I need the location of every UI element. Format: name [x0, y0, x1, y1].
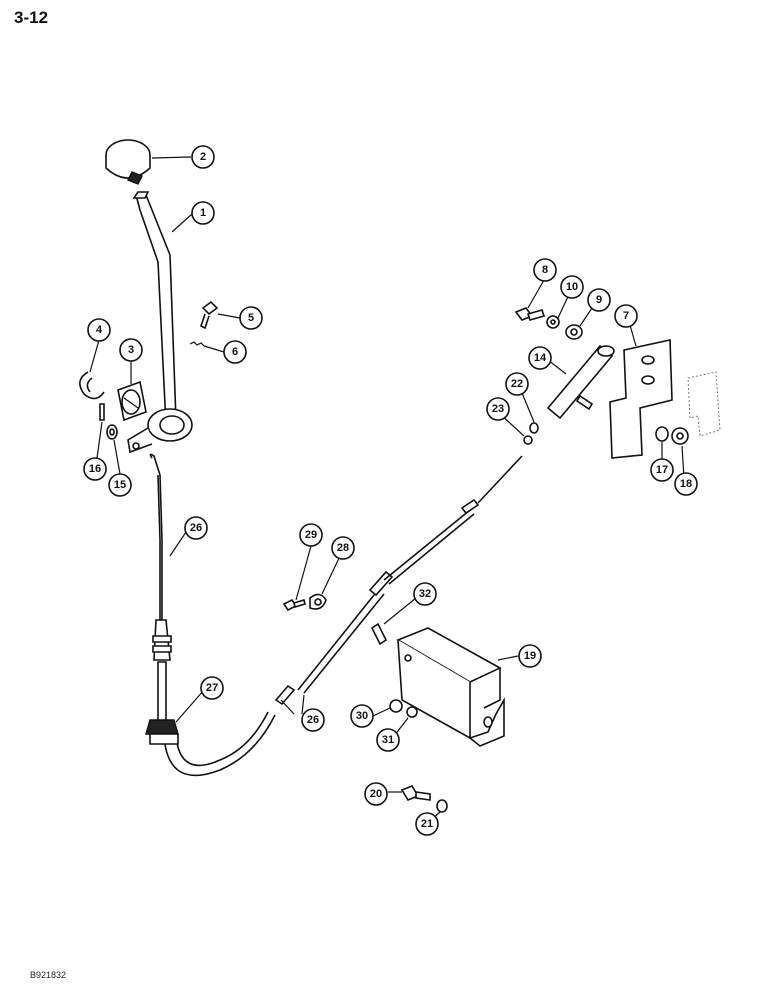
clip-32: [370, 622, 388, 646]
svg-text:20: 20: [370, 788, 382, 800]
svg-text:29: 29: [305, 529, 317, 541]
callout-9: 9: [587, 288, 611, 312]
callout-16: 16: [83, 457, 107, 481]
nut-30: [389, 699, 403, 713]
bolt-20: [400, 785, 431, 801]
callout-20: 20: [364, 782, 388, 806]
svg-text:4: 4: [96, 324, 103, 336]
callout-8: 8: [533, 258, 557, 282]
callout-7: 7: [614, 304, 638, 328]
pivot-pin-14: [546, 344, 615, 420]
callout-4: 4: [87, 318, 111, 342]
svg-text:16: 16: [89, 463, 101, 475]
callout-17: 17: [650, 458, 674, 482]
callout-29: 29: [299, 523, 323, 547]
nut-21: [436, 799, 448, 813]
retaining-clip: [79, 371, 105, 400]
callout-15: 15: [108, 473, 132, 497]
callout-6: 6: [223, 340, 247, 364]
callout-1-text: 1: [200, 207, 206, 219]
mounting-bracket-7: [609, 339, 673, 459]
svg-text:9: 9: [596, 294, 602, 306]
pin-16: [99, 403, 105, 421]
svg-text:15: 15: [114, 479, 126, 491]
svg-text:31: 31: [382, 734, 394, 746]
svg-text:21: 21: [421, 818, 433, 830]
svg-text:5: 5: [248, 312, 254, 324]
svg-text:10: 10: [566, 281, 578, 293]
callout-14-text: 14: [534, 352, 547, 364]
svg-text:19: 19: [524, 650, 536, 662]
svg-text:3: 3: [128, 344, 134, 356]
svg-text:18: 18: [680, 478, 692, 490]
svg-text:32: 32: [419, 588, 431, 600]
leader-lines: [89, 156, 685, 821]
callout-31: 31: [376, 728, 400, 752]
svg-text:17: 17: [656, 464, 668, 476]
bushing: [117, 380, 147, 422]
callout-19: 19: [518, 644, 542, 668]
nut-23: [523, 435, 533, 445]
callout-1: 1: [191, 201, 215, 225]
cap-screw-29: [282, 598, 306, 612]
bolt-8: [514, 307, 546, 321]
washer-10: [546, 315, 560, 329]
svg-text:22: 22: [511, 378, 523, 390]
figure-code: B921832: [30, 970, 67, 980]
svg-text:30: 30: [356, 710, 368, 722]
svg-text:8: 8: [542, 264, 548, 276]
callout-26-lower: 26: [301, 708, 325, 732]
callout-27: 27: [200, 676, 224, 700]
lever-clamp-hub: [127, 408, 193, 454]
callout-21: 21: [415, 812, 439, 836]
cable-nut-27: [145, 719, 179, 745]
cap-screw-5: [200, 300, 219, 330]
callout-10: 10: [560, 275, 584, 299]
svg-text:23: 23: [492, 403, 504, 415]
washer-15: [106, 424, 118, 440]
callout-22: 22: [505, 372, 529, 396]
callout-28: 28: [331, 536, 355, 560]
shift-knob: [105, 139, 151, 185]
svg-text:27: 27: [206, 682, 218, 694]
washer-22: [529, 422, 539, 434]
cable-bracket-19: [396, 627, 505, 747]
control-cable: [149, 453, 523, 777]
spring-washer-6: [189, 341, 205, 347]
cable-clamp-28: [309, 593, 327, 610]
callout-3: 3: [119, 338, 143, 362]
svg-text:28: 28: [337, 542, 349, 554]
nut-18: [671, 427, 689, 445]
callout-30: 30: [350, 704, 374, 728]
svg-text:26: 26: [190, 522, 202, 534]
callout-18: 18: [674, 472, 698, 496]
callout-2: 2: [191, 145, 215, 169]
svg-text:2: 2: [200, 151, 206, 163]
svg-text:6: 6: [232, 346, 238, 358]
callout-5: 5: [239, 306, 263, 330]
svg-text:7: 7: [623, 310, 629, 322]
washer-9: [565, 324, 583, 340]
page-number: 3-12: [14, 8, 49, 27]
washer-31: [406, 706, 418, 718]
svg-text:26: 26: [307, 714, 319, 726]
bracket-outline-ghost: [687, 371, 721, 437]
callout-14: 14: [528, 346, 552, 370]
callout-26-upper: 26: [184, 516, 208, 540]
callout-23: 23: [486, 397, 510, 421]
callout-32: 32: [413, 582, 437, 606]
nut-17: [655, 426, 669, 442]
